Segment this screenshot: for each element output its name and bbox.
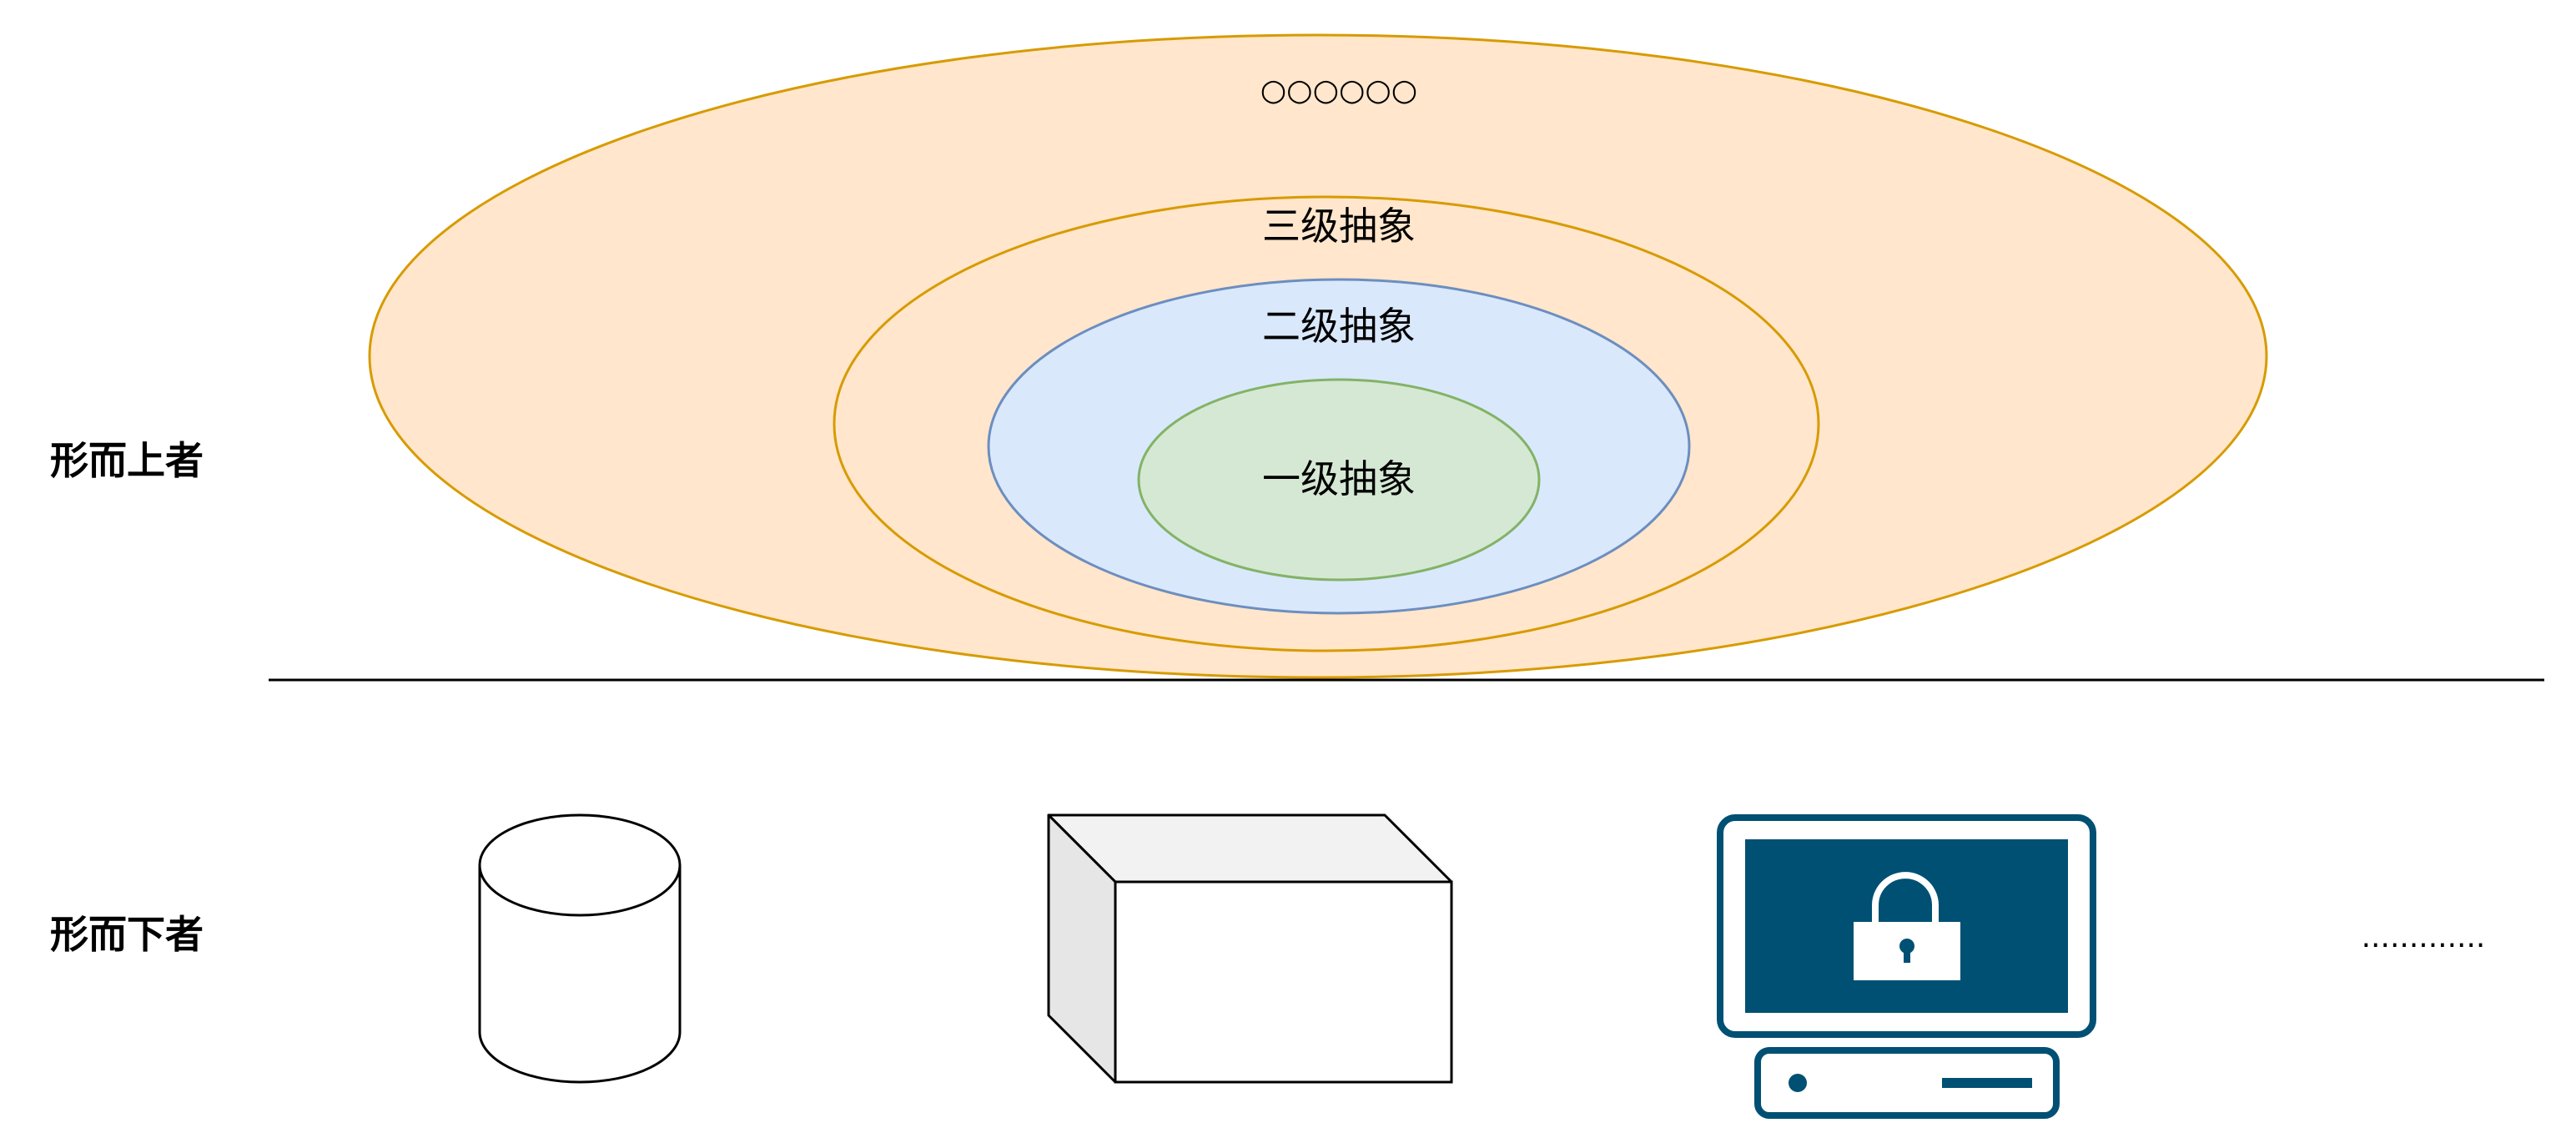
physical-label: 形而下者	[50, 912, 204, 957]
level3-label: 三级抽象	[1262, 204, 1416, 249]
outer-ellipse-label: ○○○○○○	[1260, 73, 1417, 108]
cylinder-icon	[478, 813, 682, 1084]
level2-label: 二级抽象	[1262, 304, 1416, 349]
more-items-ellipsis: .............	[2362, 920, 2486, 954]
metaphysical-label: 形而上者	[50, 438, 204, 483]
drive-slot	[1942, 1078, 2032, 1088]
locked-computer-icon	[1717, 814, 2096, 1119]
power-light	[1789, 1074, 1807, 1092]
cube-icon	[1047, 813, 1453, 1084]
level1-label: 一级抽象	[1262, 456, 1416, 501]
level1-abstraction-ellipse	[1137, 378, 1541, 582]
lock-icon	[1854, 872, 1960, 980]
computer-base	[1754, 1047, 2060, 1119]
